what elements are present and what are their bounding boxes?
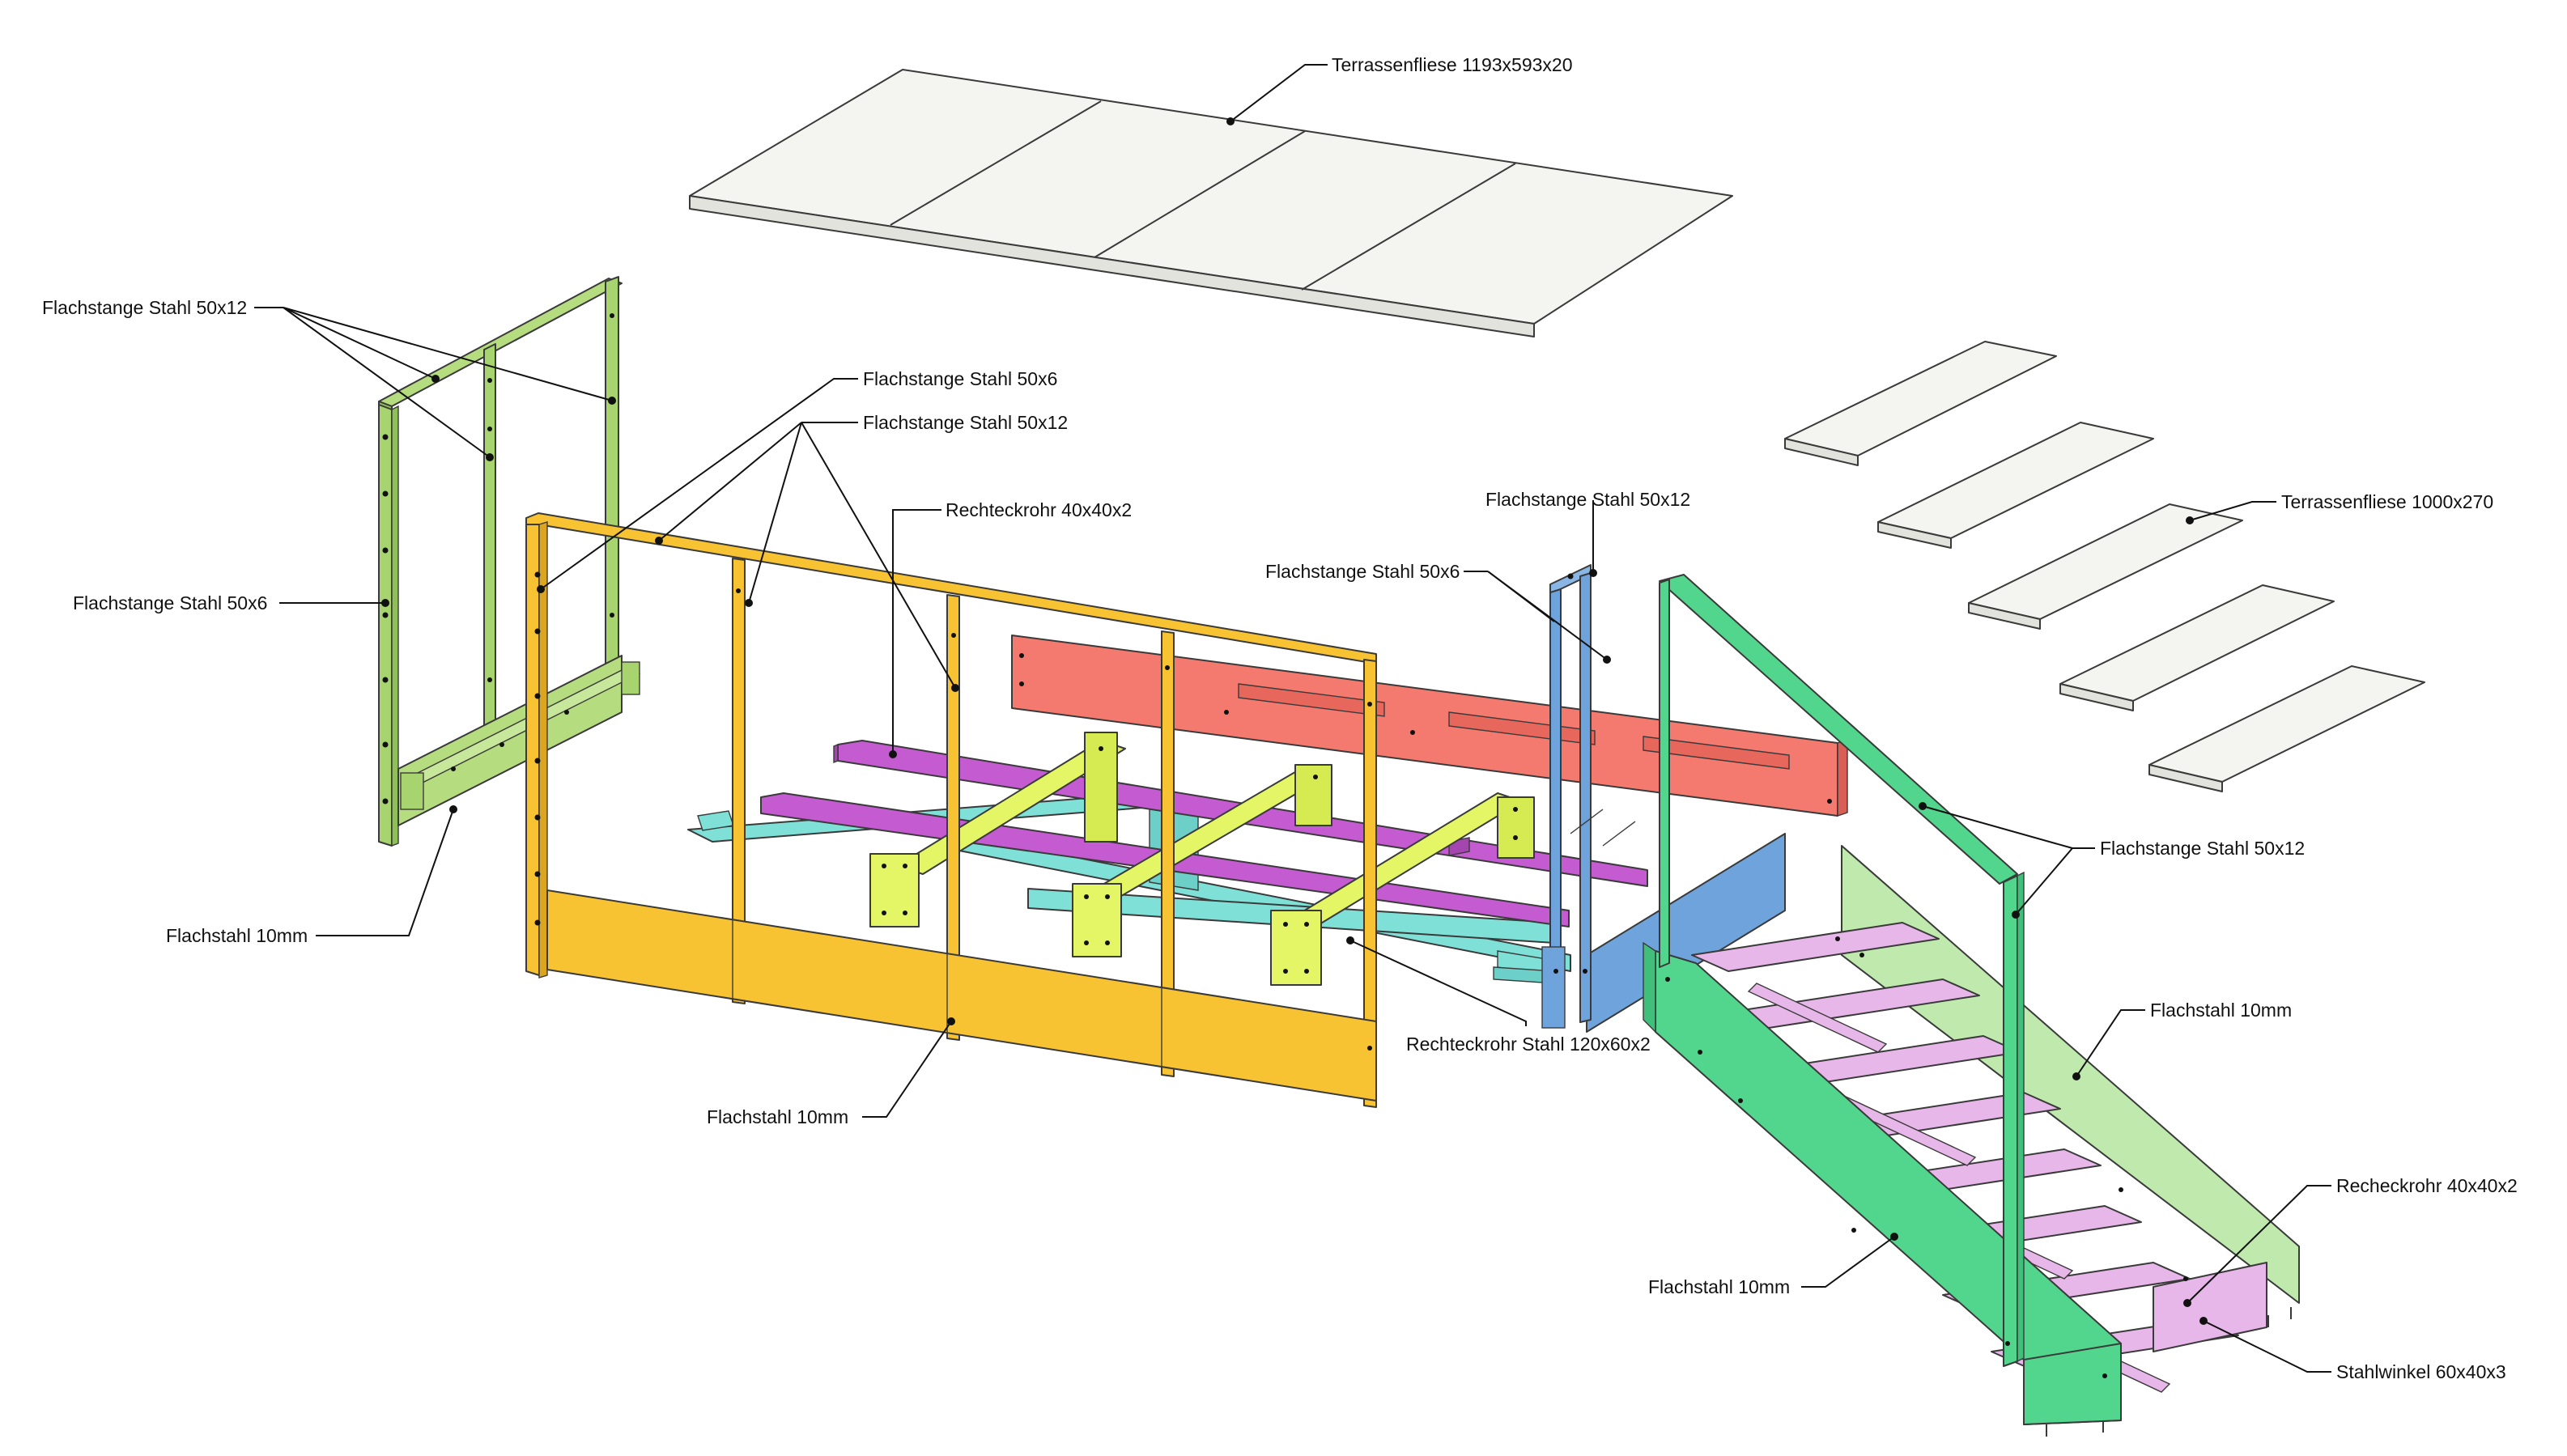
terrace-tiles-steps (1784, 341, 2425, 792)
label-flachstahl-10mm-d: Flachstahl 10mm (1648, 1276, 1790, 1297)
label-flachstange-50x6-b: Flachstange Stahl 50x6 (863, 368, 1057, 389)
label-flachstahl-10mm-a: Flachstahl 10mm (166, 925, 308, 946)
label-flachstahl-10mm-c: Flachstahl 10mm (2150, 1000, 2292, 1021)
label-flachstange-50x6-c: Flachstange Stahl 50x6 (1265, 561, 1460, 582)
labels: Terrassenfliese 1193x593x20 Terrassenfli… (42, 54, 2518, 1382)
label-flachstange-50x12-a: Flachstange Stahl 50x12 (42, 297, 247, 318)
label-flachstange-50x12-b: Flachstange Stahl 50x12 (863, 412, 1068, 433)
green-side-railing (378, 276, 641, 847)
label-flachstange-50x12-d: Flachstange Stahl 50x12 (2100, 838, 2305, 859)
label-rechteckrohr-stahl-120x60x2: Rechteckrohr Stahl 120x60x2 (1406, 1034, 1651, 1055)
stair-assembly (1643, 574, 2300, 1437)
label-rechteckrohr-40x40x2: Rechteckrohr 40x40x2 (946, 499, 1132, 520)
label-flachstange-50x12-c: Flachstange Stahl 50x12 (1485, 489, 1690, 510)
blue-post (1541, 564, 1786, 1033)
red-plate (1011, 635, 1848, 817)
label-flachstahl-10mm-b: Flachstahl 10mm (707, 1106, 848, 1127)
label-flachstange-50x6-a: Flachstange Stahl 50x6 (73, 592, 267, 613)
label-terrassenfliese-small: Terrassenfliese 1000x270 (2281, 491, 2493, 512)
label-recheckrohr-40x40x2: Recheckrohr 40x40x2 (2336, 1175, 2518, 1196)
leader-lines (254, 64, 2331, 1373)
label-stahlwinkel-60x40x3: Stahlwinkel 60x40x3 (2336, 1361, 2506, 1382)
terrace-tiles-large (689, 69, 1733, 337)
yellow-front-railing (525, 512, 1377, 1108)
label-terrassenfliese-large: Terrassenfliese 1193x593x20 (1332, 54, 1572, 75)
